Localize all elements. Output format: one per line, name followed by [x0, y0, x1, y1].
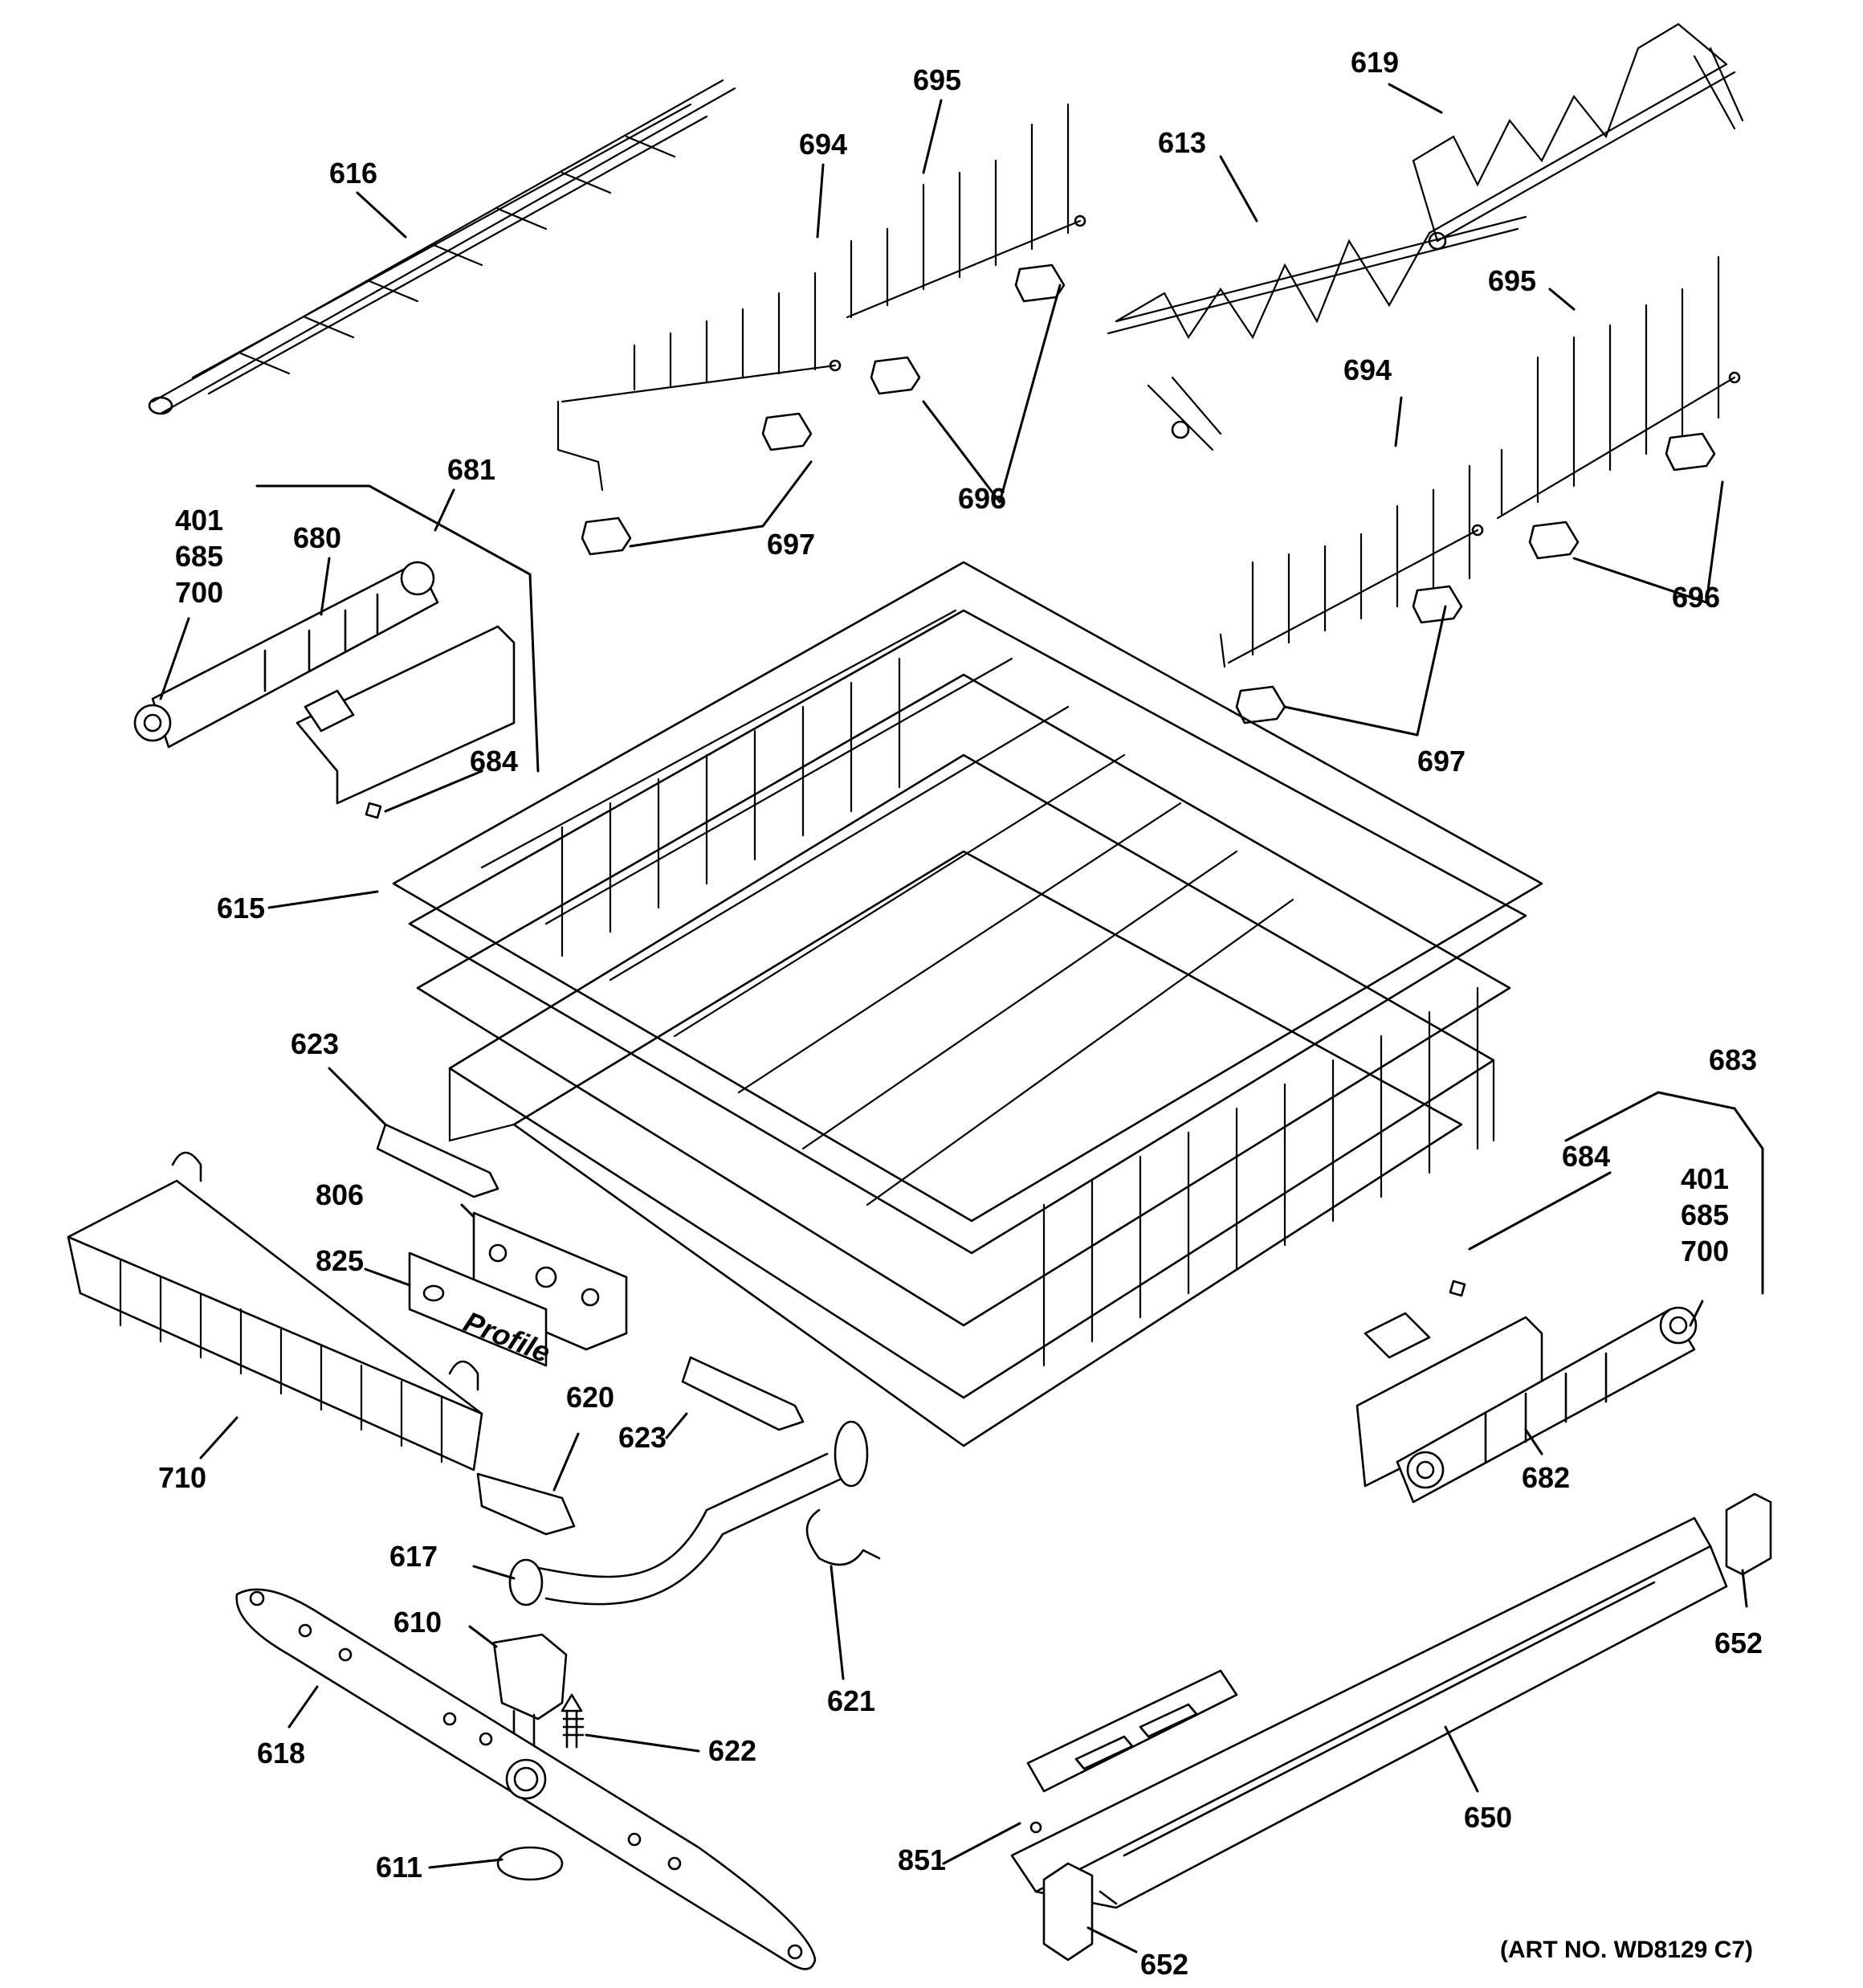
callout-695-lower: 695 — [1488, 264, 1536, 297]
cup-shelf-613 — [1107, 215, 1527, 451]
callout-617: 617 — [389, 1540, 438, 1573]
callout-652-upper: 652 — [1714, 1627, 1763, 1659]
callout-610: 610 — [393, 1606, 442, 1639]
rail-650 — [1010, 1517, 1728, 1909]
callout-697-upper: 697 — [767, 528, 815, 561]
rail-assembly-683 — [1355, 1280, 1698, 1504]
callout-401-left: 401 — [175, 504, 223, 537]
clip-620 — [476, 1472, 576, 1536]
art-number: (ART NO. WD8129 C7) — [1500, 1937, 1753, 1963]
callout-684-left: 684 — [470, 745, 518, 778]
washer-611 — [496, 1846, 564, 1881]
callout-681: 681 — [447, 453, 495, 486]
callout-611: 611 — [376, 1851, 422, 1884]
callout-623-upper: 623 — [291, 1027, 339, 1060]
slide-851 — [1026, 1669, 1238, 1834]
clip-623-upper — [376, 1123, 499, 1198]
callout-616: 616 — [329, 157, 377, 190]
callout-650: 650 — [1464, 1801, 1512, 1834]
callout-682: 682 — [1522, 1461, 1570, 1494]
basket-710 — [67, 1151, 483, 1472]
callout-685-left: 685 — [175, 540, 223, 573]
tine-row-694-upper — [556, 271, 842, 556]
callout-825: 825 — [316, 1244, 364, 1277]
callout-694-lower: 694 — [1343, 353, 1392, 386]
callout-696-lower: 696 — [1672, 581, 1720, 614]
leader-lines — [159, 83, 1764, 1953]
callout-401-right: 401 — [1681, 1162, 1729, 1195]
callout-623-lower: 623 — [618, 1421, 667, 1454]
callout-697-lower: 697 — [1417, 745, 1466, 778]
callout-613: 613 — [1158, 126, 1206, 159]
cup-shelf-619 — [1412, 22, 1744, 251]
callout-621: 621 — [827, 1684, 875, 1717]
upper-rack-615 — [392, 561, 1543, 1447]
callout-labels: 616 694 695 613 619 695 694 681 401 685 … — [158, 46, 1763, 1981]
callout-618: 618 — [257, 1737, 305, 1770]
end-cap-652-upper — [1725, 1492, 1772, 1576]
callout-619: 619 — [1351, 46, 1399, 79]
feed-tube-617 — [508, 1420, 869, 1606]
callout-622: 622 — [708, 1734, 756, 1767]
tine-row-695-lower — [1496, 255, 1741, 560]
callout-851: 851 — [898, 1843, 946, 1876]
callout-683: 683 — [1709, 1043, 1757, 1076]
callout-652-lower: 652 — [1140, 1948, 1188, 1981]
screw-622 — [561, 1693, 585, 1749]
callout-696-upper: 696 — [958, 482, 1006, 515]
tine-row-695-upper — [846, 103, 1086, 395]
callout-615: 615 — [217, 892, 265, 925]
end-cap-652-lower — [1042, 1862, 1094, 1961]
callout-694-upper: 694 — [799, 128, 847, 161]
rail-assembly-681 — [133, 561, 516, 819]
callout-620: 620 — [566, 1381, 614, 1414]
cup-shelf-616 — [148, 79, 736, 415]
tine-row-694-lower — [1219, 464, 1484, 725]
clamp-621 — [805, 1508, 881, 1566]
callout-695-upper: 695 — [913, 63, 961, 96]
clip-623-lower — [681, 1356, 805, 1431]
callout-806: 806 — [316, 1178, 364, 1211]
callout-685-right: 685 — [1681, 1198, 1729, 1231]
callout-680: 680 — [293, 521, 341, 554]
spray-arm-618 — [235, 1588, 817, 1970]
callout-684-right: 684 — [1562, 1140, 1610, 1173]
callout-700-right: 700 — [1681, 1235, 1729, 1268]
callout-700-left: 700 — [175, 576, 223, 609]
callout-710: 710 — [158, 1461, 206, 1494]
